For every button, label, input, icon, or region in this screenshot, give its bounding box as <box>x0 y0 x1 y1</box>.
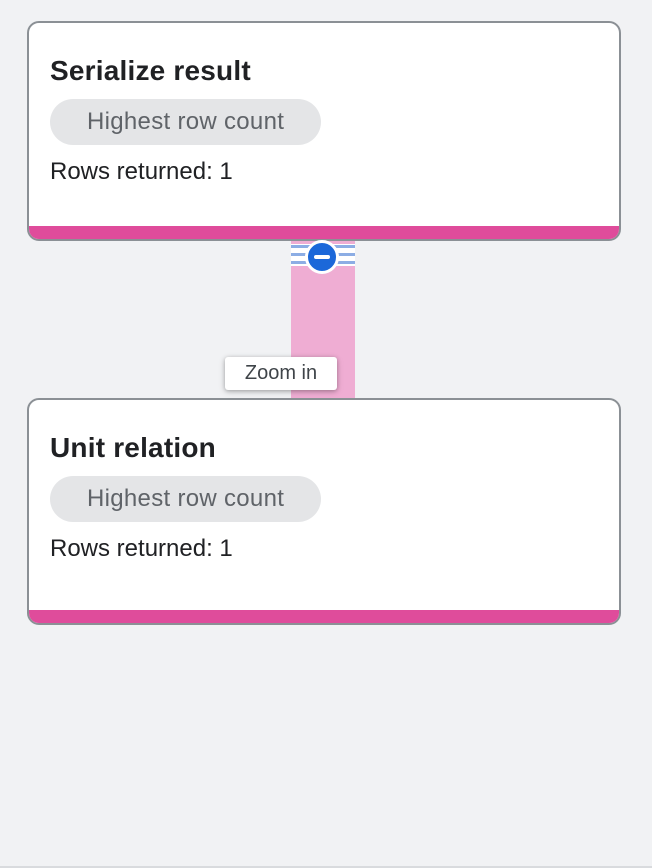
plan-node-serialize-result[interactable]: Serialize result Highest row count Rows … <box>27 21 621 241</box>
highest-row-count-badge: Highest row count <box>50 99 322 145</box>
node-title: Serialize result <box>50 55 251 86</box>
node-title: Unit relation <box>50 432 216 463</box>
rows-returned-label: Rows returned: 1 <box>50 158 233 185</box>
node-accent-bar <box>29 226 619 239</box>
highest-row-count-badge: Highest row count <box>50 476 322 522</box>
minus-circle-icon <box>314 255 330 259</box>
collapse-node-button[interactable] <box>305 240 339 274</box>
zoom-in-tooltip: Zoom in <box>225 357 337 390</box>
plan-node-unit-relation[interactable]: Unit relation Highest row count Rows ret… <box>27 398 621 625</box>
window-bottom-edge <box>0 866 652 868</box>
tooltip-label: Zoom in <box>244 362 318 384</box>
node-accent-bar <box>29 610 619 623</box>
rows-returned-label: Rows returned: 1 <box>50 535 233 562</box>
